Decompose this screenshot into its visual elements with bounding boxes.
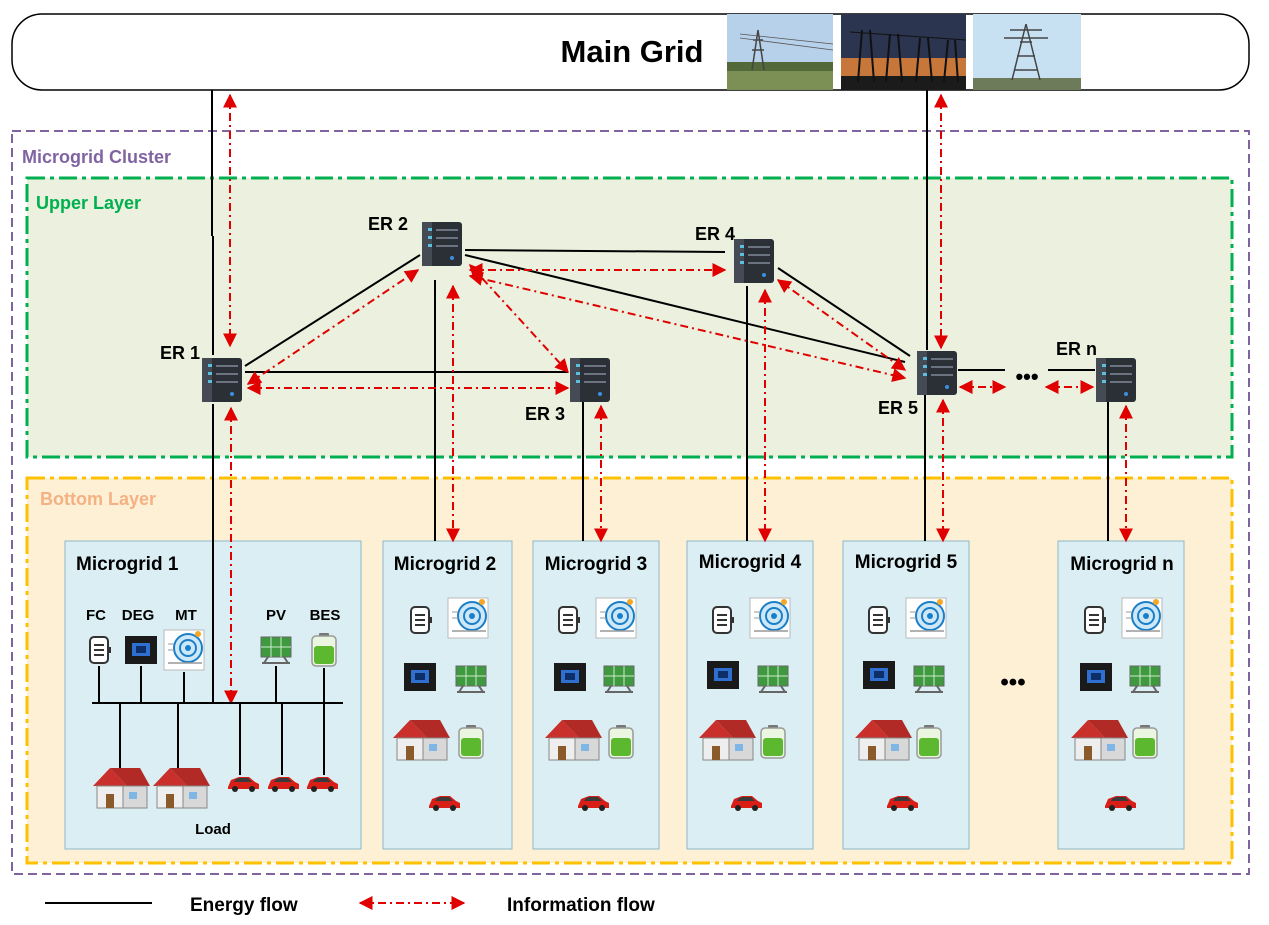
main-grid: Main Grid [11,13,1250,91]
transmission-tower-photo-lattice [973,14,1081,90]
micro-turbine-icon [447,597,489,639]
er4-server-icon [733,238,775,284]
load-label: Load [195,821,231,838]
ern-label: ER n [1056,339,1097,359]
bes-label: BES [310,607,341,624]
battery-storage-icon [916,724,942,759]
legend: Energy flow Information flow [45,895,655,916]
fuel-cell-icon [868,606,891,634]
microgrid-n: Microgrid n [1070,554,1174,811]
ern-server-icon [1095,357,1137,403]
diesel-generator-icon [863,661,895,689]
fuel-cell-icon [89,636,112,664]
main-grid-label: Main Grid [561,34,704,69]
legend-information-label: Information flow [507,895,655,916]
fuel-cell-icon [1084,606,1107,634]
micro-turbine-icon [749,597,791,639]
microgrid-1-title: Microgrid 1 [76,554,179,575]
er5-label: ER 5 [878,398,918,418]
microgrid-cluster-boundary [11,130,1250,875]
diesel-generator-icon [125,636,157,664]
transmission-tower-photo-day [727,14,834,90]
microgrid-2-title: Microgrid 2 [394,554,496,575]
er2-label: ER 2 [368,214,408,234]
pv-label: PV [266,607,286,624]
battery-storage-icon [1132,724,1158,759]
info-arrow-er4-er5 [776,279,907,371]
diesel-generator-icon [1080,663,1112,691]
info-arrow-er1-er2 [246,269,420,385]
er1-label: ER 1 [160,343,200,363]
router-ellipsis: ••• [1015,364,1038,389]
fuel-cell-icon [712,606,735,634]
microgrid-3-title: Microgrid 3 [545,554,647,575]
upper-layer-region [25,176,1234,459]
diesel-generator-icon [554,663,586,691]
er5-server-icon [916,350,958,396]
bottom-layer-label: Bottom Layer [40,489,156,509]
fuel-cell-icon [410,606,433,634]
legend-energy-label: Energy flow [190,895,298,916]
transmission-tower-photo-sunset [841,14,967,90]
energy-routers: ER 1 ER 2 ER 3 ER 4 ER 5 ••• ER n [160,214,1137,424]
er3-server-icon [569,357,611,403]
fuel-cell-icon [558,606,581,634]
microgrid-4-title: Microgrid 4 [699,552,802,573]
deg-label: DEG [122,607,155,624]
microgrid-1-bus [92,666,343,775]
microgrid-cluster-label: Microgrid Cluster [22,147,171,167]
microgrid-1: Microgrid 1 FC DEG MT PV BES Load [76,554,343,838]
micro-turbine-icon [1121,597,1163,639]
microgrid-ellipsis: ••• [1000,669,1025,696]
battery-storage-icon [760,724,786,759]
micro-turbine-icon [905,597,947,639]
micro-turbine-icon [595,597,637,639]
fc-label: FC [86,607,106,624]
battery-storage-icon [311,632,337,667]
er1-server-icon [201,357,243,403]
diesel-generator-icon [707,661,739,689]
microgrid-4: Microgrid 4 [698,552,802,811]
micro-turbine-icon [163,629,205,671]
microgrid-2: Microgrid 2 [392,554,496,811]
er3-label: ER 3 [525,404,565,424]
energy-line-er2-er4 [464,249,726,253]
microgrid-3: Microgrid 3 [544,554,647,811]
microgrid-5-title: Microgrid 5 [855,552,958,573]
microgrid-n-title: Microgrid n [1070,554,1173,575]
information-flow-arrows [223,93,1133,705]
er4-label: ER 4 [695,224,735,244]
diesel-generator-icon [404,663,436,691]
microgrid-5: Microgrid 5 [854,552,958,811]
mt-label: MT [175,607,197,624]
er2-server-icon [421,221,463,267]
battery-storage-icon [608,724,634,759]
battery-storage-icon [458,724,484,759]
upper-layer-label: Upper Layer [36,193,141,213]
